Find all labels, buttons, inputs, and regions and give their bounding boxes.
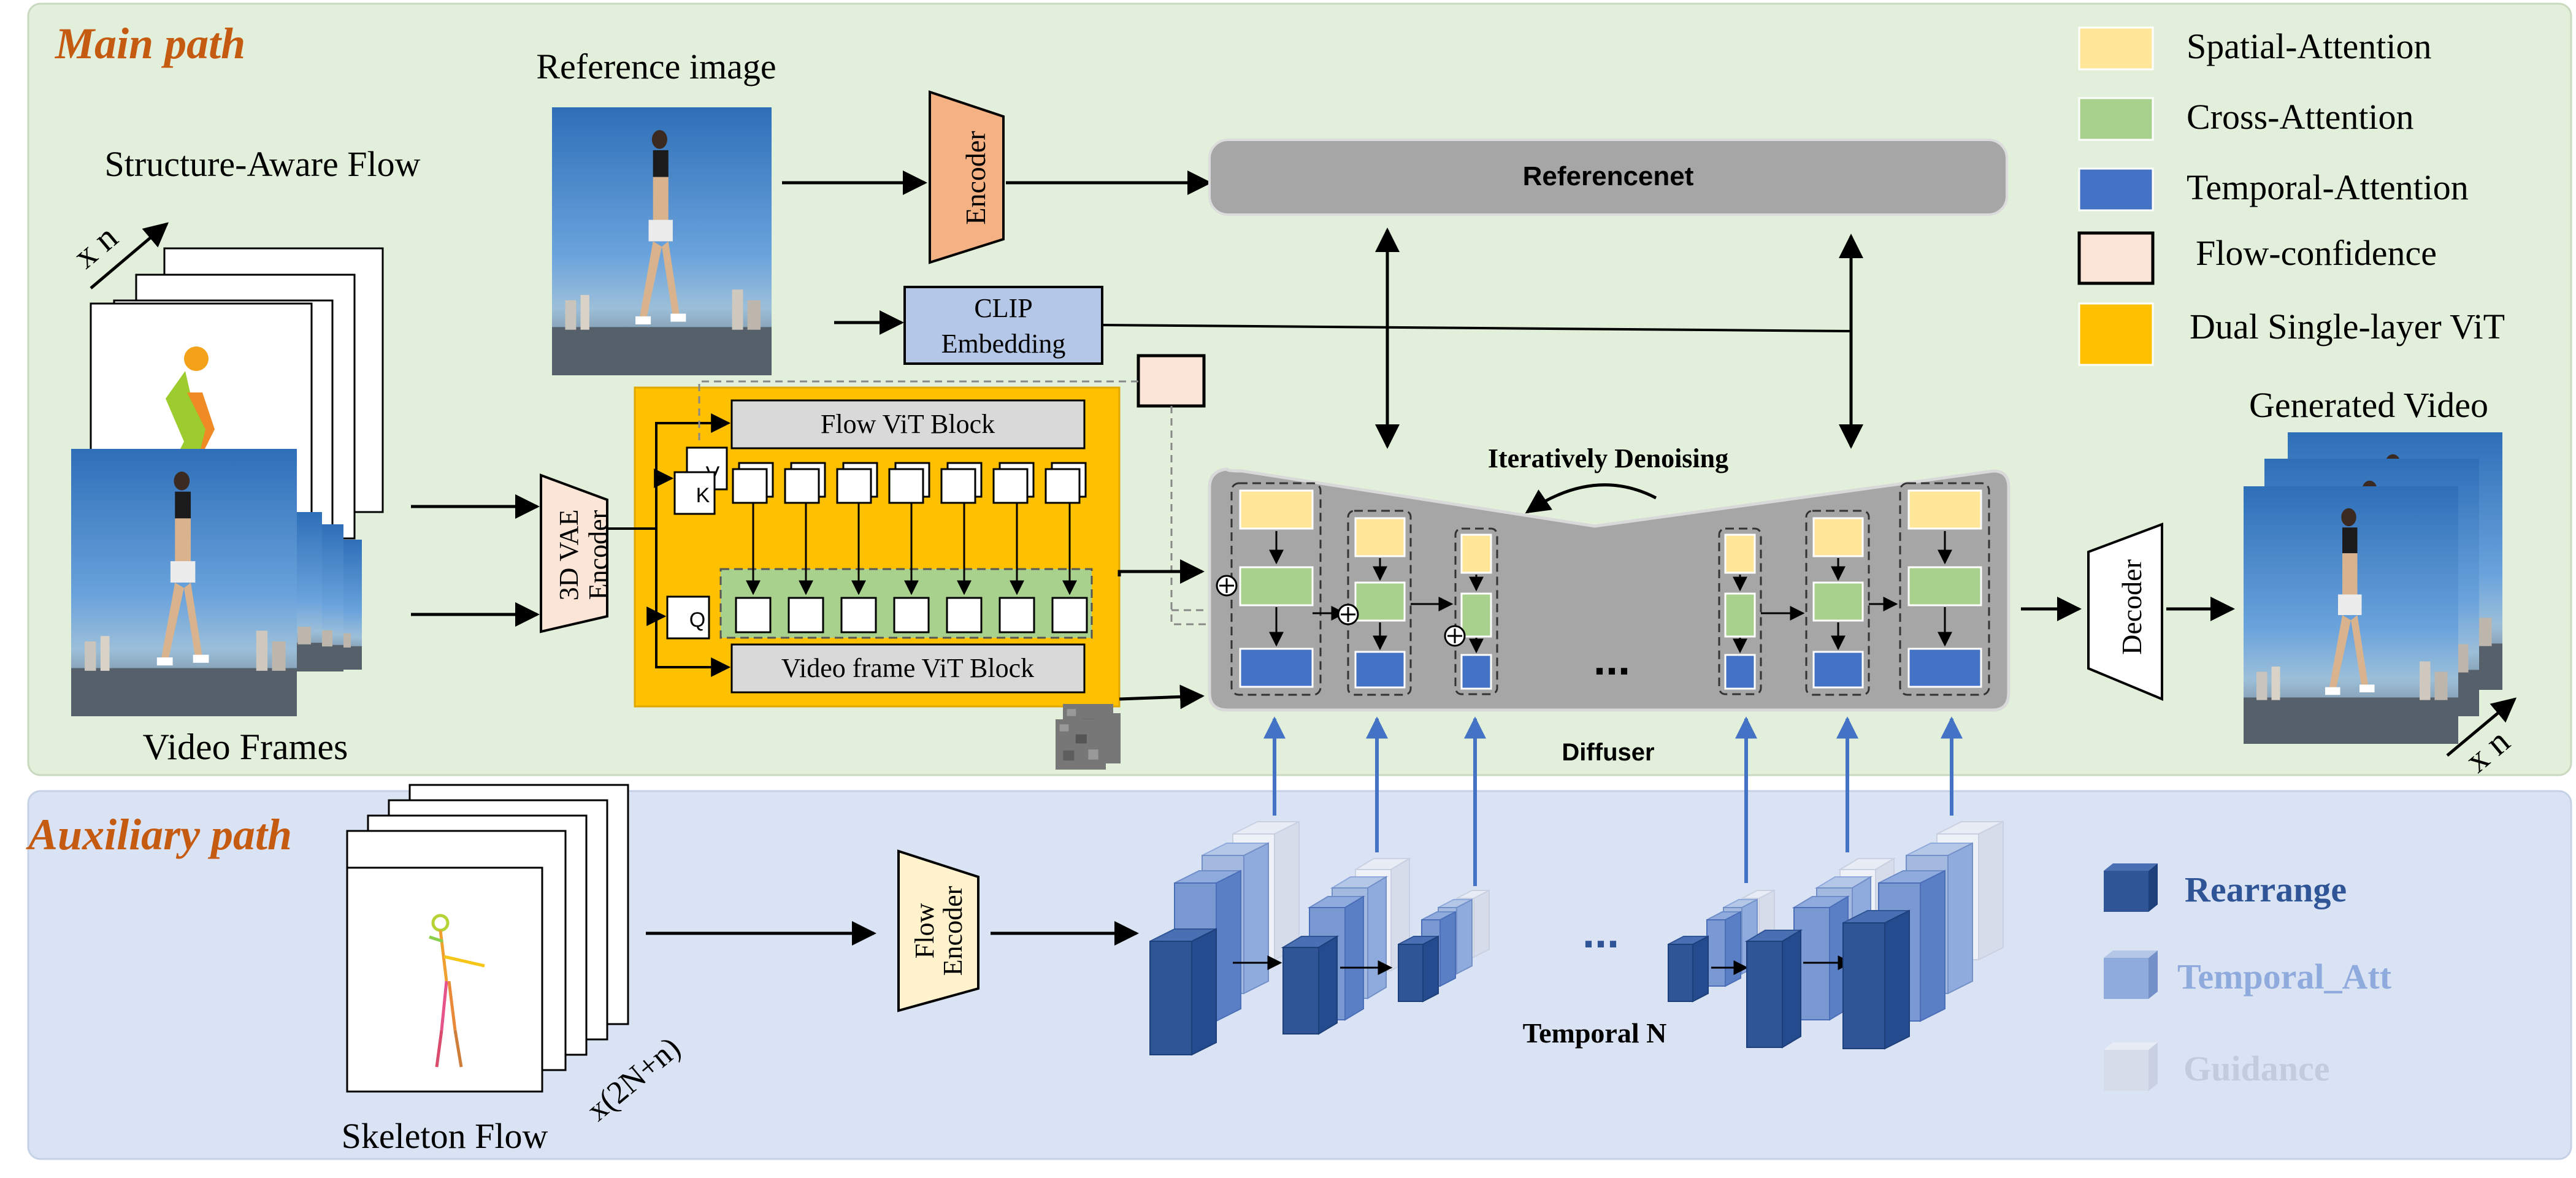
legend-label-cross-attention: Cross-Attention bbox=[2187, 97, 2414, 137]
legend-label-spatial-attention: Spatial-Attention bbox=[2187, 26, 2432, 66]
aux-legend-guidance-label: Guidance bbox=[2183, 1049, 2330, 1088]
temporal-ellipsis: ... bbox=[1582, 908, 1619, 957]
temporal-n-label: Temporal N bbox=[1523, 1017, 1667, 1049]
generated-video-stack bbox=[2244, 432, 2502, 744]
svg-text:Encoder: Encoder bbox=[938, 885, 968, 976]
token-down-arrows bbox=[746, 503, 1077, 595]
reference-image bbox=[552, 107, 772, 375]
guidance-arrows bbox=[1263, 716, 1963, 886]
structure-flow-label: Structure-Aware Flow bbox=[105, 144, 421, 184]
noise-latent-stack bbox=[1056, 704, 1121, 770]
k-label: K bbox=[696, 484, 710, 507]
k-box bbox=[673, 471, 716, 515]
temporal-stack-3 bbox=[1398, 889, 1490, 1003]
aux-legend: Rearrange Temporal_Att Guidance bbox=[2104, 863, 2392, 1091]
times-n-arrow bbox=[90, 222, 169, 289]
reference-image-label: Reference image bbox=[536, 47, 776, 86]
skeleton-flow-stack bbox=[346, 784, 629, 1093]
legend: Spatial-Attention Cross-Attention Tempor… bbox=[2077, 26, 2505, 366]
clip-embedding-block bbox=[903, 286, 1103, 365]
main-path-title: Main path bbox=[55, 19, 245, 68]
svg-text:Decoder: Decoder bbox=[2116, 559, 2147, 655]
legend-label-temporal-attention: Temporal-Attention bbox=[2187, 167, 2469, 207]
video-frames-label: Video Frames bbox=[143, 727, 348, 767]
legend-swatch-temporal-attention bbox=[2078, 167, 2154, 212]
video-vit-block bbox=[730, 643, 1086, 694]
svg-text:Encoder: Encoder bbox=[583, 510, 613, 600]
legend-label-dual-vit: Dual Single-layer ViT bbox=[2190, 307, 2505, 346]
legend-swatch-flow-confidence bbox=[2077, 231, 2155, 285]
aux-legend-temporal-att-label: Temporal_Att bbox=[2177, 957, 2392, 996]
svg-text:Encoder: Encoder bbox=[960, 131, 991, 224]
confidence-to-vit-dashed bbox=[698, 380, 1138, 445]
clip-label-line1: CLIP bbox=[974, 293, 1032, 323]
aux-legend-rearrange-label: Rearrange bbox=[2185, 870, 2347, 909]
dual-vit-module: Flow ViT Block Video frame ViT Block V K… bbox=[607, 386, 1121, 708]
decoder: Decoder bbox=[2087, 522, 2163, 701]
diffuser-label: Diffuser bbox=[1562, 739, 1654, 766]
video-token-boxes bbox=[735, 597, 1088, 633]
referencenet-label: Referencenet bbox=[1523, 161, 1694, 191]
flow-vit-block bbox=[730, 399, 1086, 449]
temporal-stack-6 bbox=[1842, 820, 2004, 1050]
svg-text:3D VAE: 3D VAE bbox=[554, 510, 584, 601]
legend-swatch-spatial-attention bbox=[2078, 26, 2154, 71]
auxiliary-path-title: Auxiliary path bbox=[26, 810, 292, 859]
iteratively-denoising-label: Iteratively Denoising bbox=[1488, 443, 1728, 473]
temporal-stack-1 bbox=[1149, 820, 1300, 1056]
skeleton-figure bbox=[429, 914, 485, 1068]
flow-token-stacks bbox=[732, 462, 1087, 504]
aux-legend-guidance-icon bbox=[2104, 1042, 2158, 1091]
diffuser: Diffuser Iteratively Denoising ... bbox=[1208, 443, 2011, 766]
clip-to-diffuser-line bbox=[1102, 324, 1852, 332]
diffuser-ellipsis: ... bbox=[1593, 635, 1630, 684]
generated-times-n-arrow bbox=[2446, 697, 2517, 757]
temporal-blocks: ... bbox=[1149, 820, 2004, 1056]
flow-vit-label: Flow ViT Block bbox=[821, 409, 995, 439]
referencenet-block bbox=[1208, 139, 2008, 216]
video-vit-label: Video frame ViT Block bbox=[781, 653, 1034, 683]
temporal-stack-2 bbox=[1281, 857, 1412, 1035]
q-label: Q bbox=[689, 608, 705, 632]
generated-video-label: Generated Video bbox=[2249, 385, 2488, 425]
flow-encoder: Flow Encoder bbox=[897, 849, 979, 1012]
flow-figure bbox=[166, 346, 215, 466]
legend-label-flow-confidence: Flow-confidence bbox=[2196, 233, 2437, 273]
reference-encoder: Encoder bbox=[929, 90, 1005, 264]
vae-encoder: 3D VAE Encoder bbox=[540, 473, 613, 633]
noise-to-diffuser-arrow bbox=[1119, 684, 1205, 709]
vit-to-diffuser-arrow bbox=[1117, 559, 1205, 584]
skeleton-flow-label: Skeleton Flow bbox=[342, 1116, 548, 1156]
vit-branch-arrows bbox=[607, 413, 731, 677]
aux-legend-rearrange-icon bbox=[2104, 863, 2158, 912]
aux-legend-temporal-att-icon bbox=[2104, 950, 2158, 999]
clip-label-line2: Embedding bbox=[941, 329, 1066, 359]
legend-swatch-dual-vit bbox=[2078, 302, 2154, 366]
svg-text:Flow: Flow bbox=[910, 903, 940, 959]
legend-swatch-cross-attention bbox=[2078, 97, 2154, 141]
denoising-loop-arrow bbox=[1525, 483, 1657, 514]
flow-confidence-box bbox=[1137, 354, 1206, 408]
q-box bbox=[666, 595, 710, 640]
